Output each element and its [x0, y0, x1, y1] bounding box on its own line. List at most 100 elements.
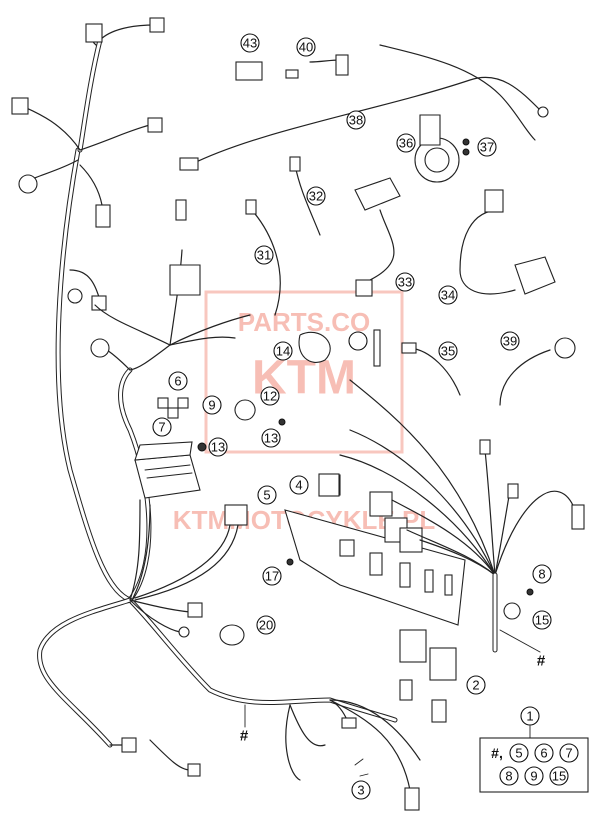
switch-right [514, 256, 556, 295]
callout-6: 8 [532, 564, 552, 584]
legend-item-5: 5 [509, 743, 529, 763]
legend-callout-1: 1 [520, 706, 540, 726]
callout-20-label: 20 [259, 618, 273, 633]
fuse-7 [157, 397, 169, 409]
callout-33: 34 [438, 285, 458, 305]
legend-item-5-label: 5 [515, 746, 522, 761]
callout-6-label: 8 [538, 567, 545, 582]
legend-callout-1-label: 1 [526, 709, 533, 724]
callout-9: 9 [202, 395, 222, 415]
callout-12: 12 [260, 386, 280, 406]
callout-30-label: 31 [257, 248, 271, 263]
callout-2: 2 [466, 675, 486, 695]
callout-32-label: 33 [398, 275, 412, 290]
sensor-38 [335, 54, 349, 76]
top-right-parts [179, 44, 576, 406]
legend-item-8: 8 [499, 766, 519, 786]
switch-left [354, 177, 401, 211]
fuse-9 [177, 397, 189, 409]
clamp-15 [503, 602, 521, 620]
harness-marks: # # [240, 629, 546, 745]
callout-17: 17 [262, 566, 282, 586]
callout-3-label: 3 [357, 783, 364, 798]
connector-round-b [67, 288, 83, 304]
callout-4-label: 4 [295, 478, 302, 493]
holder-plate [284, 509, 466, 626]
strap-43 [373, 329, 381, 367]
legend-item-7-label: 7 [565, 746, 572, 761]
connector-center-a [175, 199, 187, 221]
callout-7: 6 [168, 371, 188, 391]
connector-top-a [149, 17, 165, 33]
relays [399, 629, 457, 681]
callout-38-label: 40 [299, 40, 313, 55]
callout-37: 35 [438, 341, 458, 361]
callout-35-label: 37 [480, 140, 494, 155]
callout-43 [348, 331, 368, 351]
plug-connector [134, 504, 248, 601]
connector-round-c [90, 338, 110, 358]
relay-4 [318, 473, 340, 497]
fuse-box [129, 441, 201, 601]
watermark-line1: PARTS.CO [238, 307, 370, 337]
connector-39 [235, 61, 263, 81]
legend-item-6-label: 6 [540, 746, 547, 761]
callout-8-label: 7 [158, 420, 165, 435]
callout-13b-label: 13 [211, 440, 225, 455]
legend-hash: #, [491, 745, 503, 761]
callouts: 43 40 38 36 37 32 31 33 34 39 35 14 6 12… [152, 33, 552, 800]
relay-holder [169, 264, 201, 296]
callout-38: 40 [296, 37, 316, 57]
callout-20: 20 [256, 615, 276, 635]
callout-13b: 13 [208, 437, 228, 457]
bottom-branches [109, 599, 447, 811]
callout-12-label: 12 [263, 389, 277, 404]
callout-39: 43 [240, 33, 260, 53]
screw-35b [462, 148, 470, 156]
callout-14-label: 14 [276, 344, 290, 359]
legend: 1 #, 5 6 7 8 9 15 [479, 706, 589, 793]
callout-14: 14 [273, 341, 293, 361]
legend-item-6: 6 [534, 743, 554, 763]
harness-mark-1: # [537, 653, 546, 670]
callout-31: 32 [306, 186, 326, 206]
top-left-connectors [11, 17, 165, 371]
callout-33-label: 34 [441, 288, 455, 303]
screw-13 [197, 442, 207, 452]
callout-5-label: 5 [263, 488, 270, 503]
connector-mid-b [91, 295, 107, 311]
legend-item-15: 15 [549, 766, 569, 786]
legend-item-9-label: 9 [530, 769, 537, 784]
callout-4: 4 [289, 475, 309, 495]
clamp-12 [234, 399, 256, 421]
callout-34: 36 [396, 133, 416, 153]
callout-40: 39 [500, 331, 520, 351]
callout-36: 38 [346, 110, 366, 130]
callout-8: 7 [152, 417, 172, 437]
callout-36-label: 38 [349, 113, 363, 128]
callout-40-label: 39 [503, 334, 517, 349]
callout-13a: 13 [261, 428, 281, 448]
callout-9-label: 9 [208, 398, 215, 413]
legend-item-7: 7 [559, 743, 579, 763]
callout-2-label: 2 [472, 678, 479, 693]
watermark-frame [204, 290, 404, 454]
callout-37-label: 35 [441, 344, 455, 359]
connector-mid-a [95, 204, 111, 228]
callout-7-label: 6 [174, 374, 181, 389]
screw-17 [286, 558, 294, 566]
callout-30: 31 [254, 245, 274, 265]
callout-34-label: 36 [399, 136, 413, 151]
callout-31-label: 32 [309, 189, 323, 204]
callout-39-label: 43 [243, 36, 257, 51]
fuse-8 [167, 407, 179, 419]
callout-3: 3 [351, 780, 371, 800]
connector-round-a [18, 174, 38, 194]
small-parts [157, 138, 534, 646]
callout-5: 5 [257, 485, 277, 505]
connector-left-a [11, 97, 29, 115]
connector-top-b [85, 23, 103, 43]
legend-item-8-label: 8 [505, 769, 512, 784]
grommet-20 [219, 624, 245, 646]
